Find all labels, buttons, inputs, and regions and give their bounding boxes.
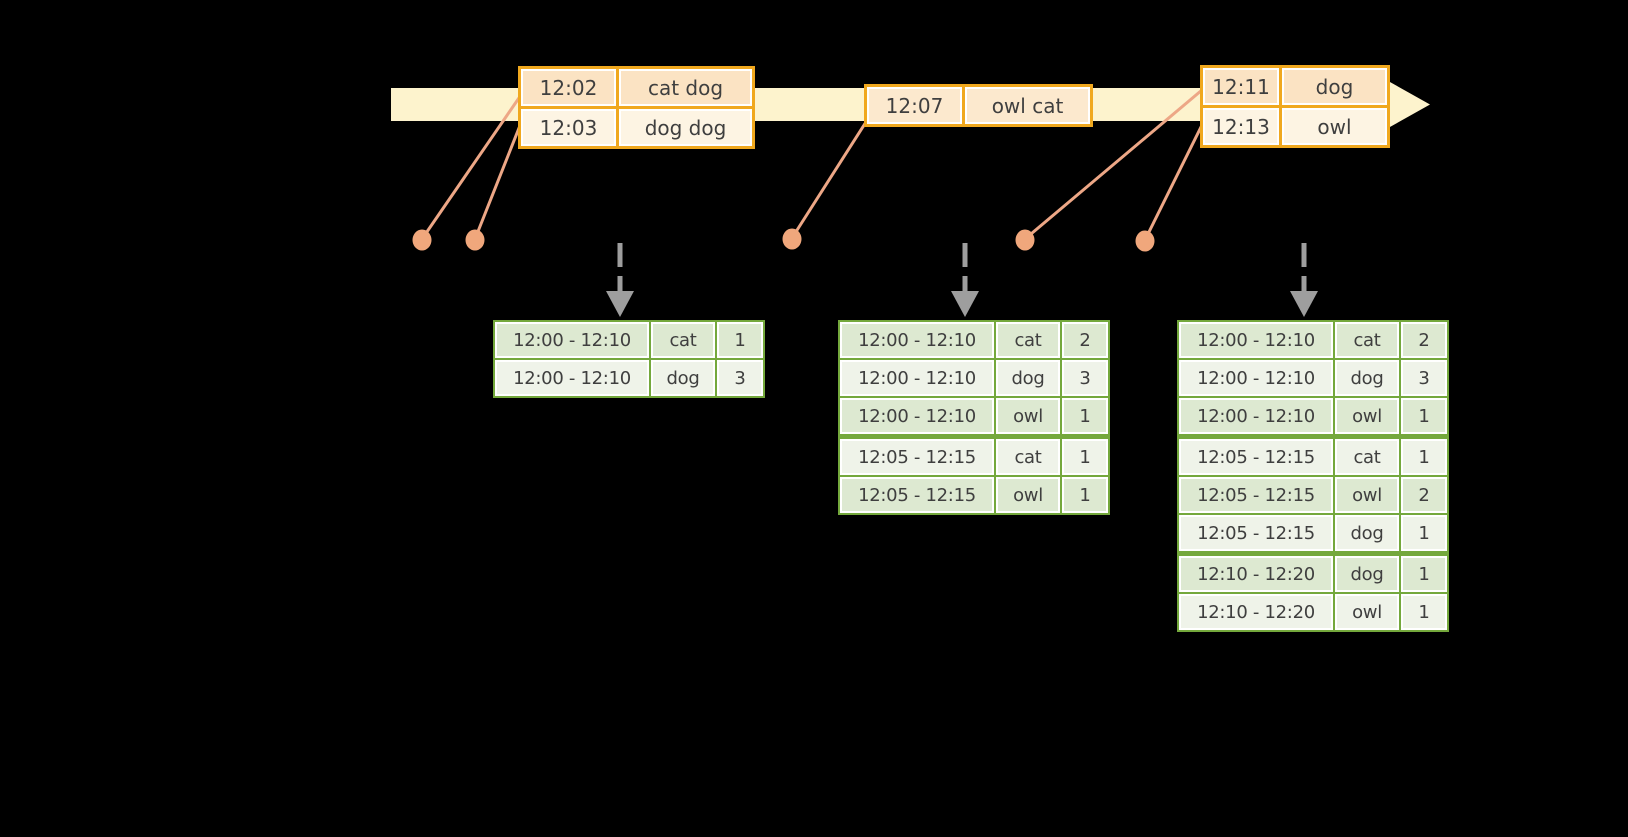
window-cell: 12:05 - 12:15 [838, 434, 996, 477]
word-cell: dog [1333, 358, 1401, 398]
event-words-cell: dog dog [616, 106, 755, 149]
connector-line-12-07 [790, 121, 868, 239]
window-cell: 12:10 - 12:20 [1177, 592, 1335, 632]
event-words-cell: cat dog [616, 66, 755, 109]
event-dot-12-02 [412, 229, 432, 251]
word-cell: owl [1333, 475, 1401, 515]
word-cell: cat [649, 320, 717, 360]
event-time-cell: 12:03 [518, 106, 619, 149]
count-cell: 1 [1399, 513, 1449, 555]
word-cell: owl [1333, 592, 1401, 632]
window-cell: 12:10 - 12:20 [1177, 551, 1335, 594]
event-words-cell: owl [1279, 105, 1390, 148]
count-cell: 3 [1060, 358, 1110, 398]
word-cell: dog [994, 358, 1062, 398]
window-cell: 12:00 - 12:10 [1177, 320, 1335, 360]
output-arrow-3 [1290, 243, 1318, 317]
window-cell: 12:00 - 12:10 [1177, 396, 1335, 438]
connector-line-12-13 [1143, 124, 1204, 241]
word-cell: cat [994, 320, 1062, 360]
output-arrow-2 [951, 243, 979, 317]
count-cell: 3 [715, 358, 765, 398]
count-cell: 1 [1399, 434, 1449, 477]
window-cell: 12:00 - 12:10 [1177, 358, 1335, 398]
event-time-cell: 12:07 [864, 84, 965, 127]
event-dot-12-07 [782, 228, 802, 250]
count-cell: 2 [1399, 320, 1449, 360]
word-cell: dog [1333, 551, 1401, 594]
word-cell: cat [1333, 434, 1401, 477]
event-time-cell: 12:13 [1200, 105, 1282, 148]
count-cell: 2 [1399, 475, 1449, 515]
window-cell: 12:05 - 12:15 [1177, 513, 1335, 555]
count-cell: 1 [1060, 434, 1110, 477]
connector-line-12-11 [1024, 88, 1203, 241]
output-arrow-1 [606, 243, 634, 317]
event-words-cell: dog [1279, 65, 1390, 108]
count-cell: 3 [1399, 358, 1449, 398]
word-cell: cat [1333, 320, 1401, 360]
window-cell: 12:05 - 12:15 [1177, 475, 1335, 515]
event-words-cell: owl cat [962, 84, 1093, 127]
count-cell: 1 [1399, 592, 1449, 632]
count-cell: 1 [1060, 396, 1110, 438]
word-cell: cat [994, 434, 1062, 477]
word-cell: owl [1333, 396, 1401, 438]
connector-line-12-02 [420, 94, 523, 240]
event-dot-12-11 [1015, 229, 1035, 251]
event-dot-12-13 [1135, 230, 1155, 252]
event-time-cell: 12:02 [518, 66, 619, 109]
count-cell: 1 [1399, 396, 1449, 438]
window-cell: 12:05 - 12:15 [838, 475, 996, 515]
window-cell: 12:00 - 12:10 [493, 320, 651, 360]
event-time-cell: 12:11 [1200, 65, 1282, 108]
window-cell: 12:05 - 12:15 [1177, 434, 1335, 477]
connector-line-12-03 [473, 122, 523, 240]
event-dot-12-03 [465, 229, 485, 251]
count-cell: 2 [1060, 320, 1110, 360]
word-cell: dog [1333, 513, 1401, 555]
count-cell: 1 [1399, 551, 1449, 594]
count-cell: 1 [715, 320, 765, 360]
window-cell: 12:00 - 12:10 [493, 358, 651, 398]
window-cell: 12:00 - 12:10 [838, 320, 996, 360]
count-cell: 1 [1060, 475, 1110, 515]
window-cell: 12:00 - 12:10 [838, 396, 996, 438]
word-cell: dog [649, 358, 717, 398]
window-cell: 12:00 - 12:10 [838, 358, 996, 398]
word-cell: owl [994, 475, 1062, 515]
word-cell: owl [994, 396, 1062, 438]
